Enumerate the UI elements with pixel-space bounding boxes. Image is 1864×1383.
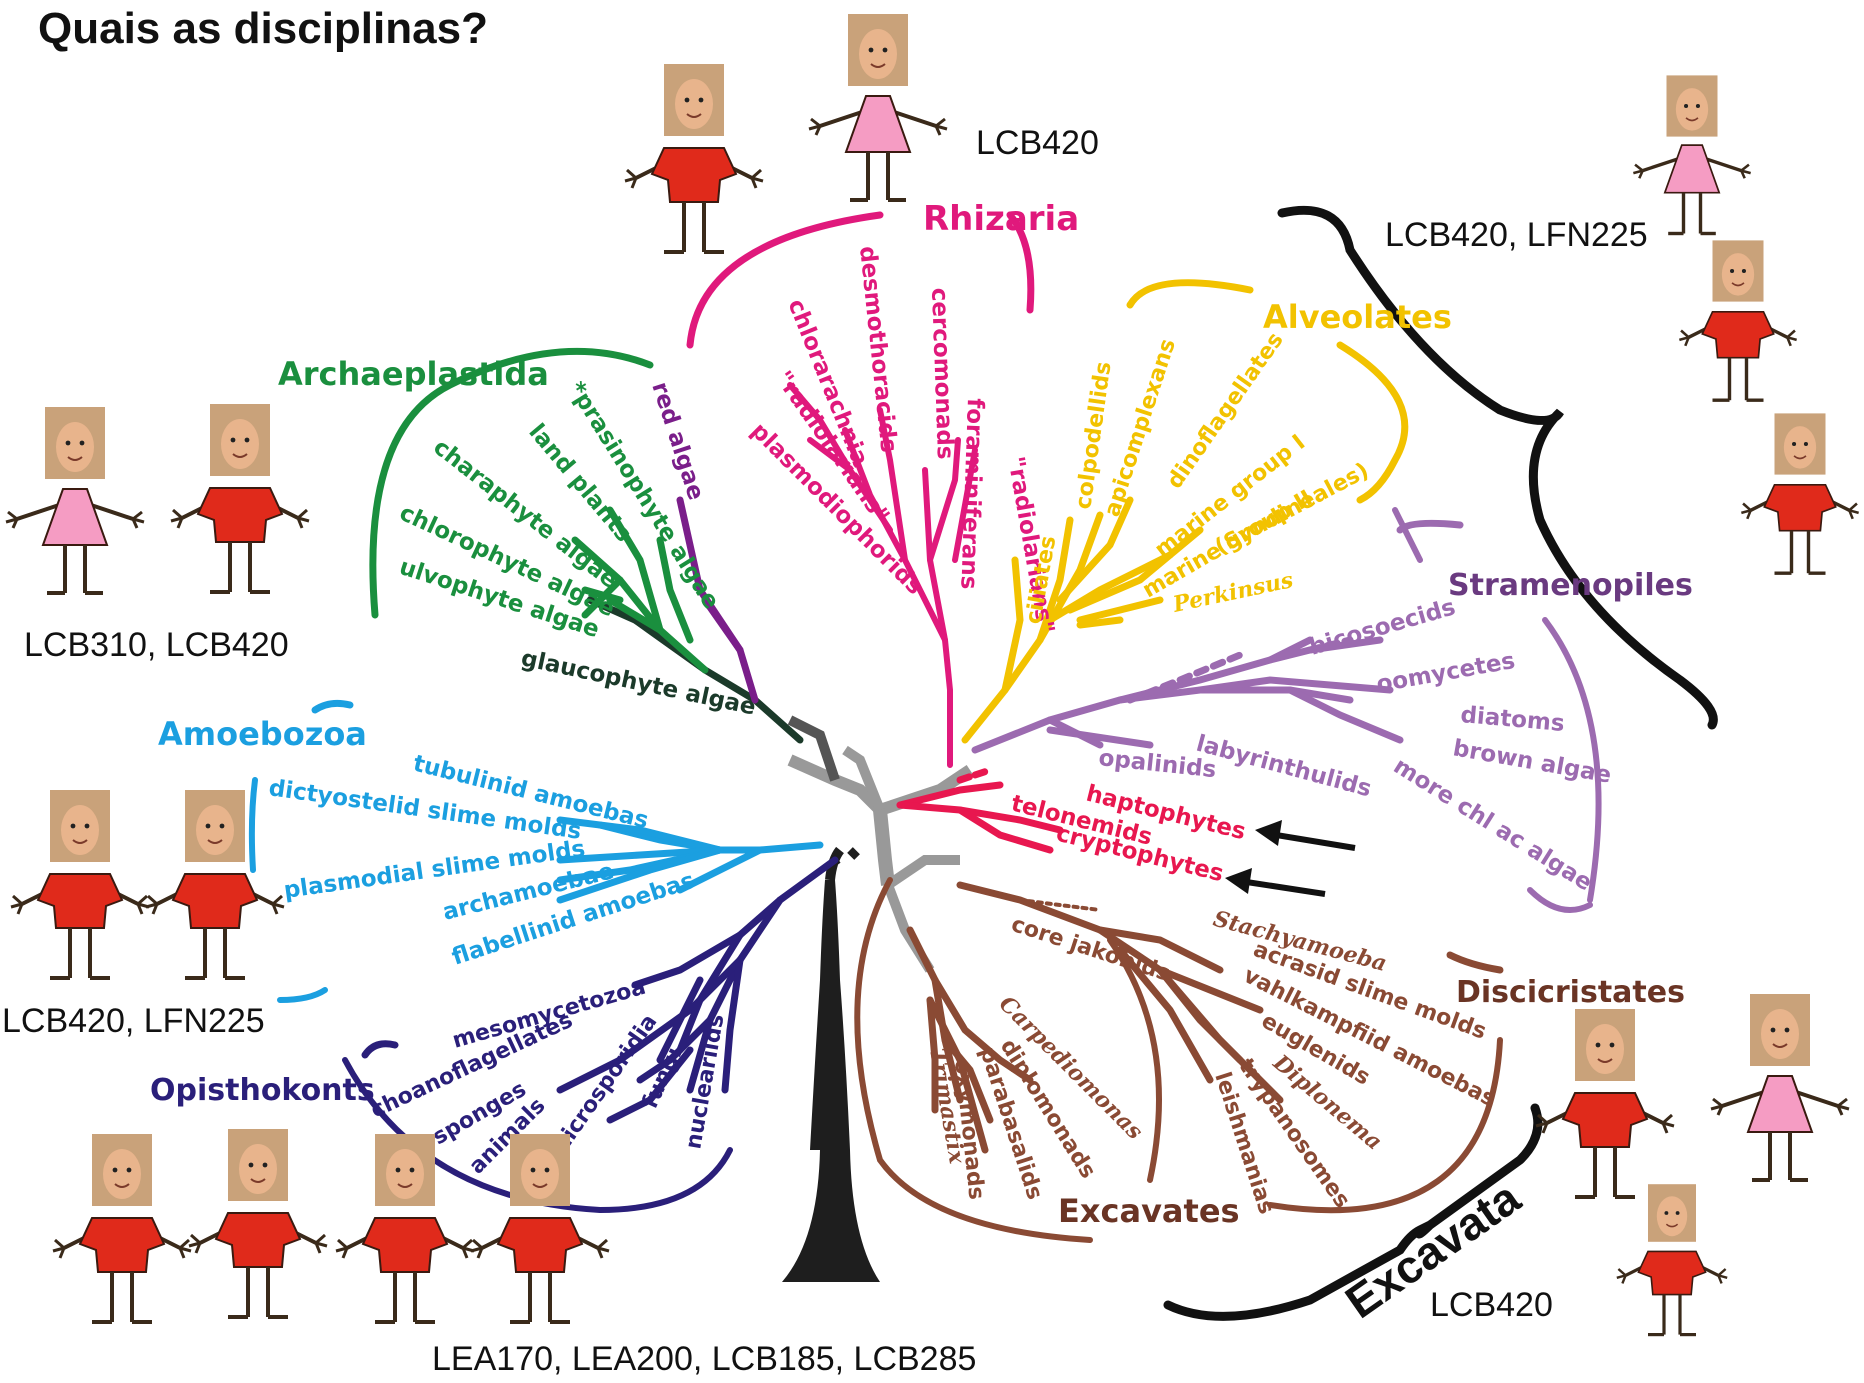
course-label-left-top: LCB310, LCB420 <box>24 626 289 664</box>
clade-stramenopiles <box>971 507 1602 913</box>
figure-man <box>171 404 309 592</box>
figure-woman <box>1633 75 1750 233</box>
taxon-labyrinthulids: labyrinthulids <box>1193 731 1374 803</box>
figure-man <box>1679 240 1796 400</box>
clade-excavates <box>854 877 1504 1243</box>
figure-woman <box>809 14 947 200</box>
course-label-top: LCB420 <box>976 124 1099 162</box>
taxon-desmothoracids: desmothoracids <box>854 245 902 454</box>
taxon-red-algae: red algae <box>646 379 709 503</box>
taxon-brown-algae: brown algae <box>1451 735 1613 788</box>
clade-opisthokonts <box>342 856 839 1214</box>
taxon-foraminiferans: foraminiferans <box>955 398 988 590</box>
brace-excavata <box>1163 1103 1543 1321</box>
group-rhizaria: Rhizaria <box>923 199 1079 239</box>
haptophyte-taxa: haptophytes telonemids cryptophytes <box>1009 781 1249 888</box>
amoebozoa-taxa: tubulinid amoebas dictyostelid slime mol… <box>267 751 698 971</box>
group-excavates: Excavates <box>1058 1192 1240 1230</box>
figure-man <box>625 64 763 252</box>
taxon-diatoms: diatoms <box>1459 702 1565 737</box>
rhizaria-taxa: cercomonads desmothoracids chlorarachnia… <box>746 245 1059 636</box>
group-stramenopiles: Stramenopiles <box>1448 568 1693 603</box>
group-opisthokonts: Opisthokonts <box>150 1073 375 1108</box>
clade-haptophytes <box>896 766 1064 854</box>
figure-man <box>11 790 149 978</box>
figure-man <box>53 1134 191 1322</box>
group-discicristates: Discicristates <box>1456 975 1685 1010</box>
figure-woman <box>6 407 144 593</box>
excavate-taxa: core jakobids Carpediomonas Trimastix di… <box>924 906 1499 1218</box>
clade-archaeplastida <box>369 347 804 744</box>
clade-amoebozoa <box>248 699 824 1003</box>
group-amoebozoa: Amoebozoa <box>158 715 367 753</box>
course-label-right-bottom: LCB420 <box>1430 1286 1553 1324</box>
taxon-syndiniales: (Syndineales) <box>1211 458 1373 560</box>
arrow-cryptophytes <box>1225 868 1326 897</box>
group-alveolates: Alveolates <box>1263 298 1452 336</box>
figure-man <box>146 790 284 978</box>
page-title: Quais as disciplinas? <box>38 4 488 53</box>
clade-alveolates <box>961 279 1409 744</box>
figure-man <box>189 1129 327 1317</box>
clade-rhizaria <box>686 211 1035 768</box>
tree-trunk <box>782 715 974 1282</box>
taxon-bicosoecids: bicosoecids <box>1306 594 1458 660</box>
figure-man <box>1536 1009 1674 1197</box>
figure-man <box>336 1134 474 1322</box>
taxon-cercomonads: cercomonads <box>926 287 958 460</box>
brace-right <box>1277 205 1718 730</box>
group-archaeplastida: Archaeplastida <box>278 355 549 393</box>
figure-man <box>1617 1184 1727 1334</box>
course-label-left-mid: LCB420, LFN225 <box>2 1002 265 1040</box>
arrow-haptophytes <box>1255 820 1356 851</box>
figure-man <box>1741 413 1858 573</box>
figure-woman <box>1711 994 1849 1180</box>
course-label-bottom: LEA170, LEA200, LCB185, LCB285 <box>432 1340 977 1378</box>
course-label-right-top: LCB420, LFN225 <box>1385 216 1648 254</box>
taxon-oomycetes: oomycetes <box>1375 648 1517 698</box>
